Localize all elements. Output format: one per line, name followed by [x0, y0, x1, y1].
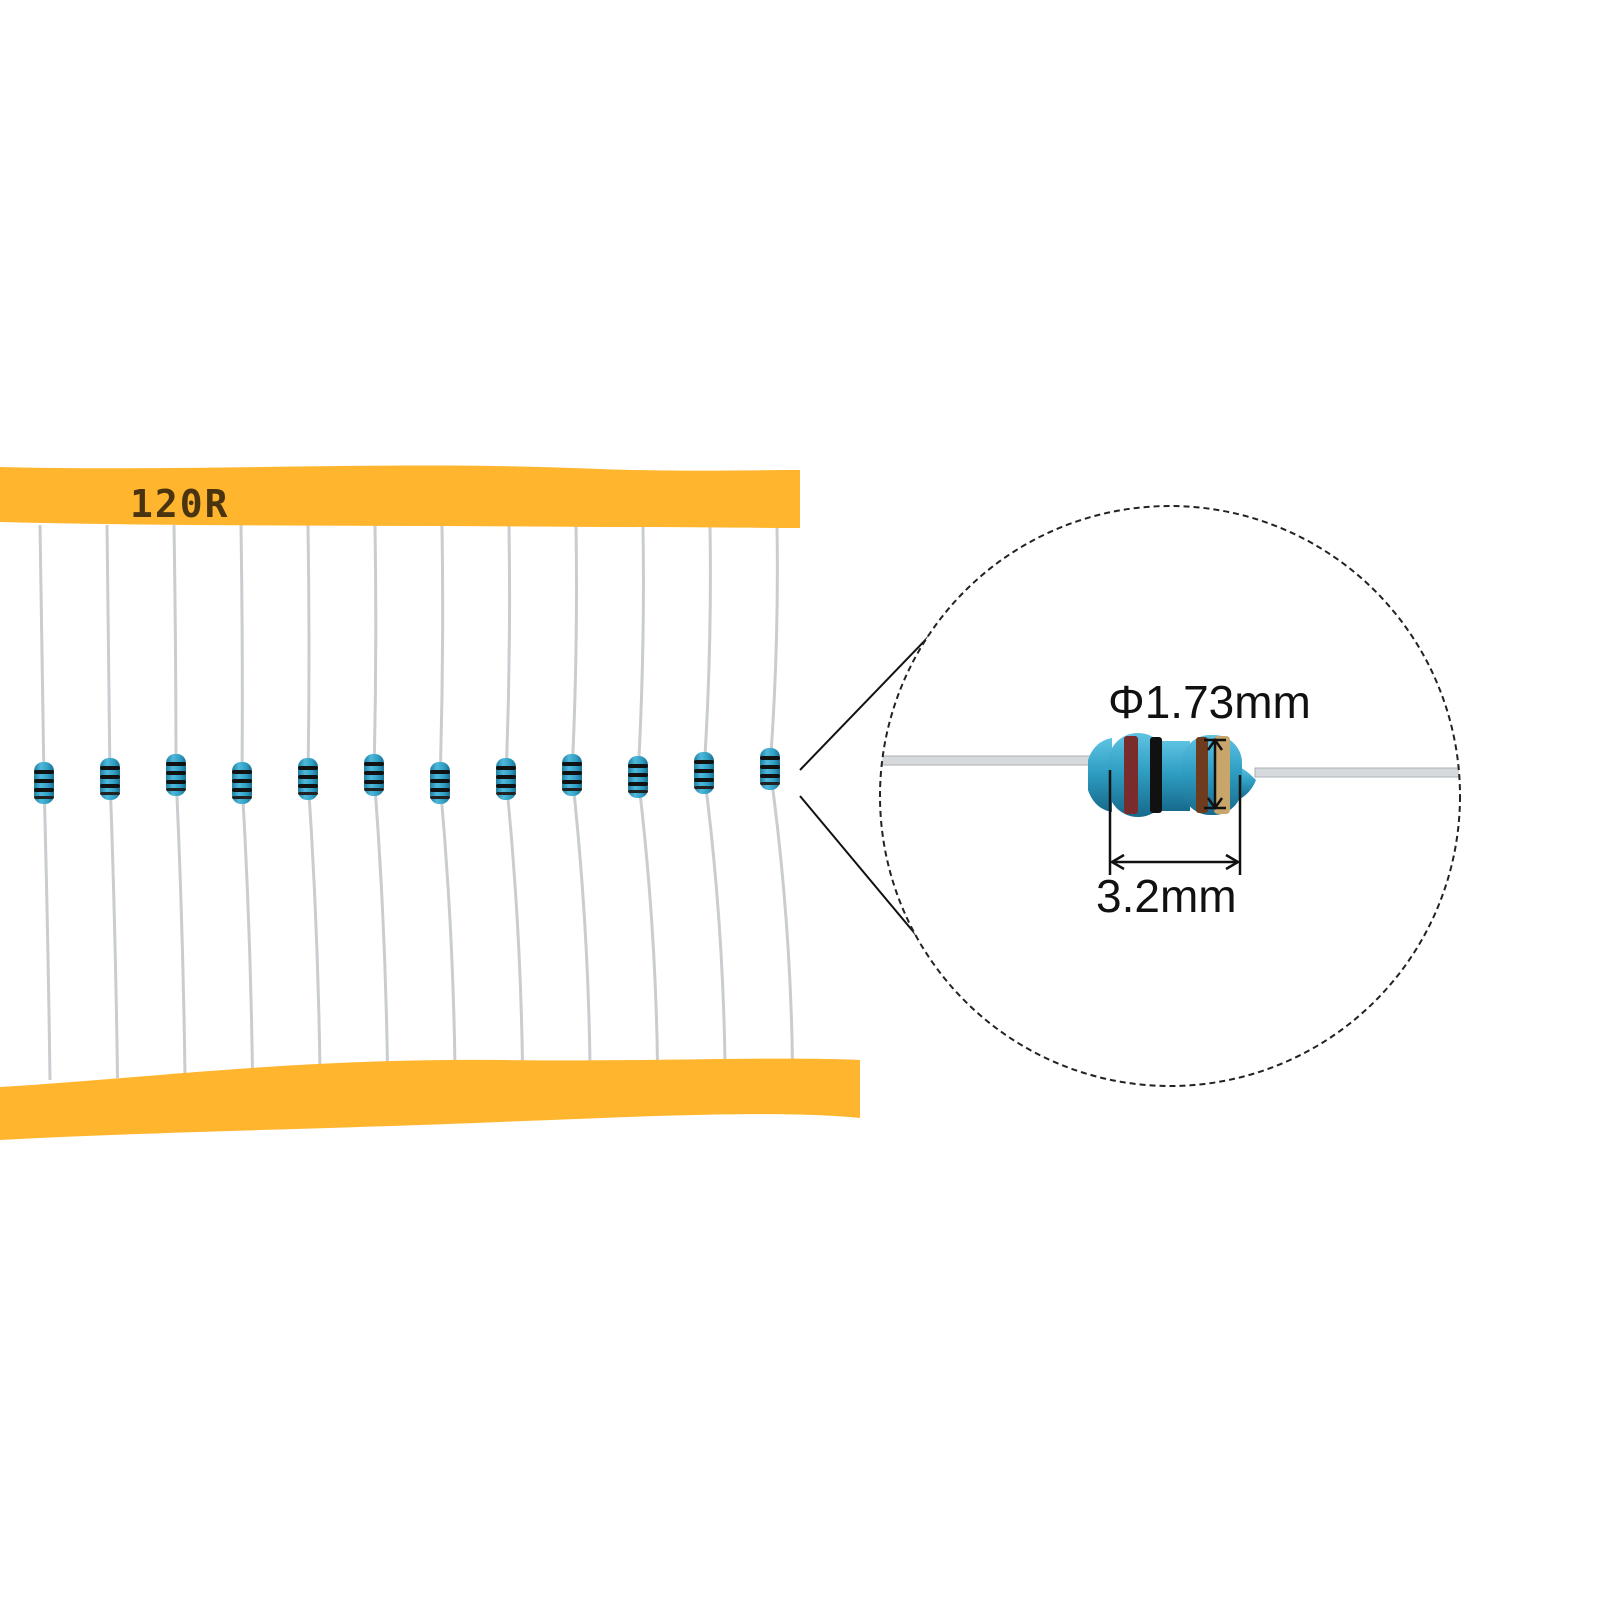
resistor-band [496, 784, 516, 788]
resistor-body [364, 754, 384, 796]
resistor-band [298, 766, 318, 770]
resistor-leads [38, 524, 794, 1081]
resistor-band [232, 770, 252, 774]
zoom-lead-right [1254, 767, 1460, 778]
resistor-body [232, 762, 252, 804]
resistor-band [364, 771, 384, 775]
resistor-band [232, 796, 252, 799]
resistor-body [562, 754, 582, 796]
resistor-band [364, 788, 384, 791]
resistor-band [34, 770, 54, 774]
zoom-resistor [1088, 733, 1256, 817]
resistor-lead [768, 524, 794, 1065]
resistor-body [760, 748, 780, 790]
resistor-band [562, 771, 582, 775]
resistor-body [166, 754, 186, 796]
resistor-band [760, 756, 780, 760]
resistor-body [430, 762, 450, 804]
resistor-band [430, 779, 450, 783]
resistor-band [100, 766, 120, 770]
resistor-band [430, 796, 450, 799]
resistor-band [100, 775, 120, 779]
resistor-band [100, 792, 120, 795]
zoom-inset: Φ1.73mm 3.2mm [879, 505, 1461, 1087]
resistor-band [232, 788, 252, 792]
resistor-band [166, 771, 186, 775]
resistor-band [364, 762, 384, 766]
resistor-band [166, 788, 186, 791]
resistor-band [364, 780, 384, 784]
resistor-body [694, 752, 714, 794]
resistor-lead [372, 524, 389, 1071]
resistor-band [694, 769, 714, 773]
resistor-band [628, 782, 648, 786]
resistor-band [430, 788, 450, 792]
resistor-band [694, 760, 714, 764]
resistor-band [562, 788, 582, 791]
resistor-band [100, 784, 120, 788]
top-tape [0, 465, 800, 528]
resistor-band [166, 780, 186, 784]
resistor-band [166, 762, 186, 766]
resistor-band [298, 775, 318, 779]
length-label: 3.2mm [1096, 870, 1237, 922]
resistor-band [760, 774, 780, 778]
resistor-band [496, 792, 516, 795]
resistor-lead [172, 524, 187, 1077]
resistor-band [562, 780, 582, 784]
resistor-band [34, 796, 54, 799]
resistor-band [34, 779, 54, 783]
diameter-label: Φ1.73mm [1108, 676, 1311, 728]
resistor-band [628, 790, 648, 793]
resistor-band [694, 786, 714, 789]
zoom-lead-left [880, 755, 1091, 766]
resistor-body [100, 758, 120, 800]
resistor-lead [105, 524, 119, 1079]
resistor-body [34, 762, 54, 804]
resistor-band [628, 764, 648, 768]
resistor-strip [34, 748, 780, 804]
resistor-band [298, 784, 318, 788]
resistor-band [298, 792, 318, 795]
tape-label: 120R [130, 482, 230, 526]
resistor-band [694, 778, 714, 782]
resistor-band [562, 762, 582, 766]
resistor-body [298, 758, 318, 800]
resistor-body [628, 756, 648, 798]
length-dimension [1108, 770, 1242, 875]
resistor-band [760, 765, 780, 769]
resistor-band [496, 775, 516, 779]
resistor-band [496, 766, 516, 770]
resistor-band [628, 773, 648, 777]
bottom-tape [0, 1058, 860, 1140]
resistor-band [760, 782, 780, 785]
resistor-body [496, 758, 516, 800]
resistor-lead [702, 524, 727, 1065]
resistor-band [430, 770, 450, 774]
resistor-band [34, 788, 54, 792]
resistor-band [232, 779, 252, 783]
diameter-arrow [1204, 737, 1226, 811]
